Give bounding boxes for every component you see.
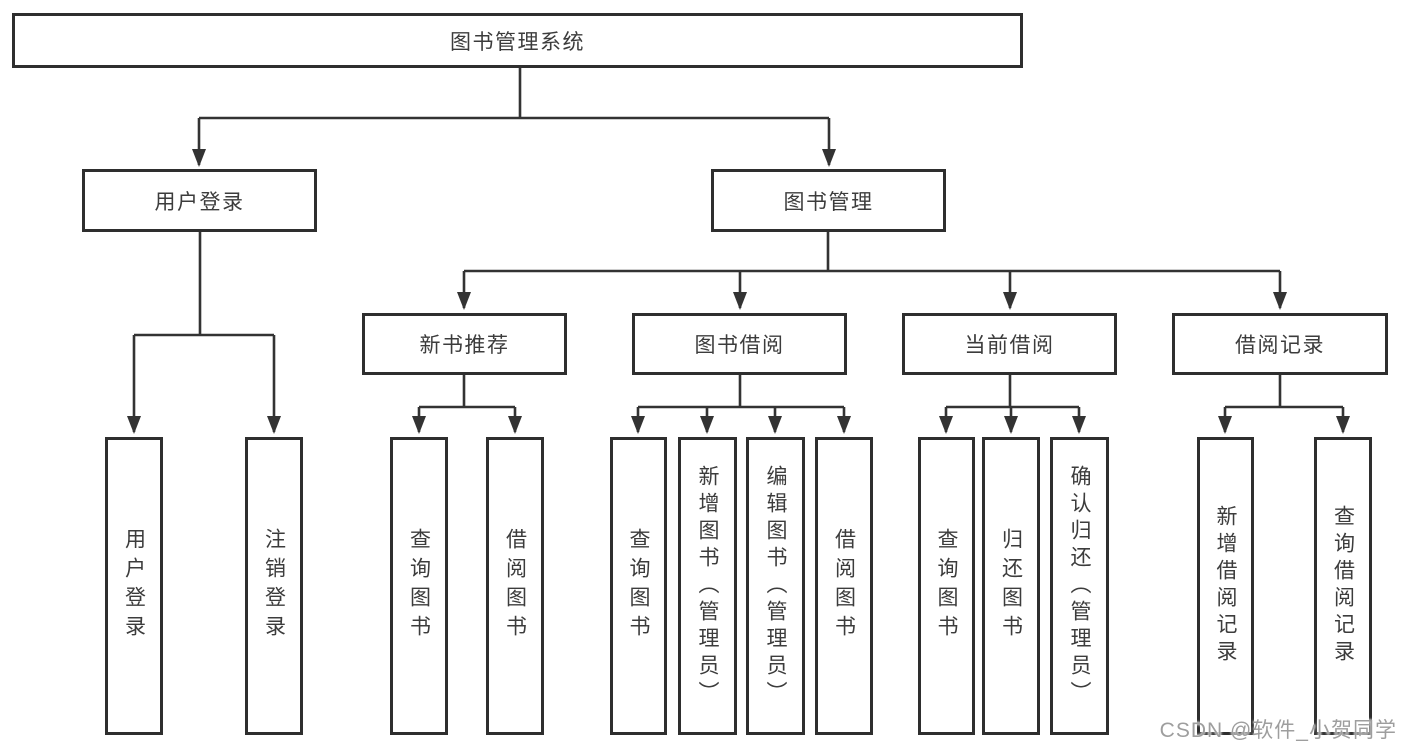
leaf-user-login: 用户登录	[105, 437, 163, 735]
leaf-borrowing-edit-books-admin: 编辑图书（管理员）	[746, 437, 805, 735]
node-user-login: 用户登录	[82, 169, 317, 232]
node-current-borrowing: 当前借阅	[902, 313, 1117, 375]
watermark-text: CSDN @软件_小贺同学	[1159, 719, 1397, 742]
leaf-borrowing-add-books-admin: 新增图书（管理员）	[678, 437, 737, 735]
node-borrowing-records: 借阅记录	[1172, 313, 1388, 375]
leaf-records-add-record: 新增借阅记录	[1197, 437, 1254, 735]
node-root: 图书管理系统	[12, 13, 1023, 68]
node-book-borrowing: 图书借阅	[632, 313, 847, 375]
leaf-current-confirm-return-admin: 确认归还（管理员）	[1050, 437, 1109, 735]
trunk-book-borrowing	[638, 375, 844, 409]
node-book-management: 图书管理	[711, 169, 946, 232]
leaf-recommend-borrow-books: 借阅图书	[486, 437, 544, 735]
trunk-root	[199, 68, 829, 120]
trunk-current-borrowing	[946, 375, 1079, 409]
node-new-book-recommend: 新书推荐	[362, 313, 567, 375]
leaf-borrowing-borrow-books: 借阅图书	[815, 437, 873, 735]
trunk-borrowing-records	[1225, 375, 1343, 409]
leaf-current-query-books: 查询图书	[918, 437, 975, 735]
leaf-borrowing-query-books: 查询图书	[610, 437, 667, 735]
leaf-recommend-query-books: 查询图书	[390, 437, 448, 735]
leaf-records-query-record: 查询借阅记录	[1314, 437, 1372, 735]
trunk-book-management	[464, 232, 1280, 273]
leaf-current-return-books: 归还图书	[982, 437, 1040, 735]
trunk-new-book-recommend	[419, 375, 515, 409]
trunk-user-login	[134, 232, 274, 337]
leaf-logout: 注销登录	[245, 437, 303, 735]
